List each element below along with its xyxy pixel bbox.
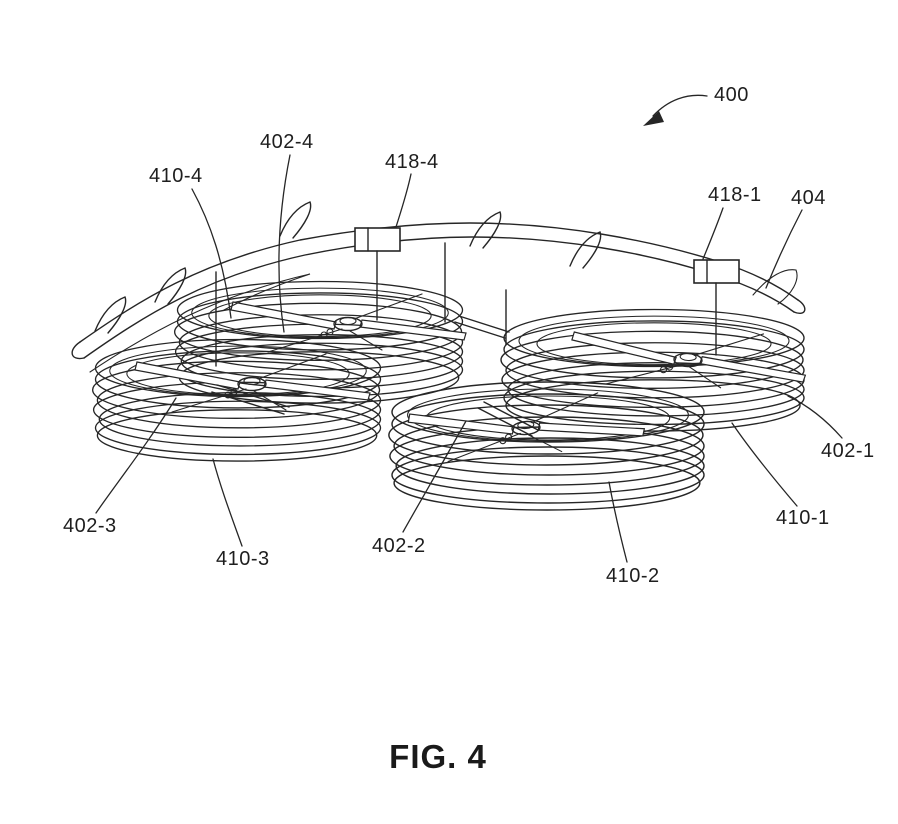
leader-410-4 <box>191 188 232 319</box>
rotor-duct-front-left <box>91 338 382 462</box>
ref-label-400: 400 <box>714 84 749 106</box>
ref-label-418-1: 418-1 <box>708 184 762 206</box>
ref-label-402-3: 402-3 <box>63 515 117 537</box>
leader-402-3 <box>95 397 177 514</box>
rail-fins <box>94 201 602 334</box>
leader-418-1 <box>702 207 724 260</box>
arrow-400 <box>643 94 708 126</box>
leader-410-3 <box>212 458 243 547</box>
leader-410-2 <box>608 481 628 563</box>
module-box-418-1 <box>693 259 740 356</box>
ref-label-410-2: 410-2 <box>606 565 660 587</box>
rotor-duct-front-center <box>388 381 705 511</box>
ref-label-402-2: 402-2 <box>372 535 426 557</box>
figure-caption: FIG. 4 <box>389 738 487 775</box>
ref-label-410-4: 410-4 <box>149 165 203 187</box>
leader-402-4 <box>278 154 291 333</box>
ref-label-410-3: 410-3 <box>216 548 270 570</box>
frame-arms <box>211 315 539 437</box>
ref-label-402-4: 402-4 <box>260 131 314 153</box>
ref-label-402-1: 402-1 <box>821 440 875 462</box>
leader-lines <box>95 154 843 563</box>
ref-label-404: 404 <box>791 187 826 209</box>
leader-418-4 <box>395 173 412 228</box>
leader-402-2 <box>402 420 467 533</box>
body-rail <box>71 222 806 373</box>
leader-410-1 <box>731 422 798 507</box>
leader-404 <box>765 209 803 289</box>
leader-402-1 <box>787 395 843 439</box>
ref-label-418-4: 418-4 <box>385 151 439 173</box>
module-box-418-4 <box>354 227 401 321</box>
support-struts <box>215 242 507 367</box>
ref-label-410-1: 410-1 <box>776 507 830 529</box>
